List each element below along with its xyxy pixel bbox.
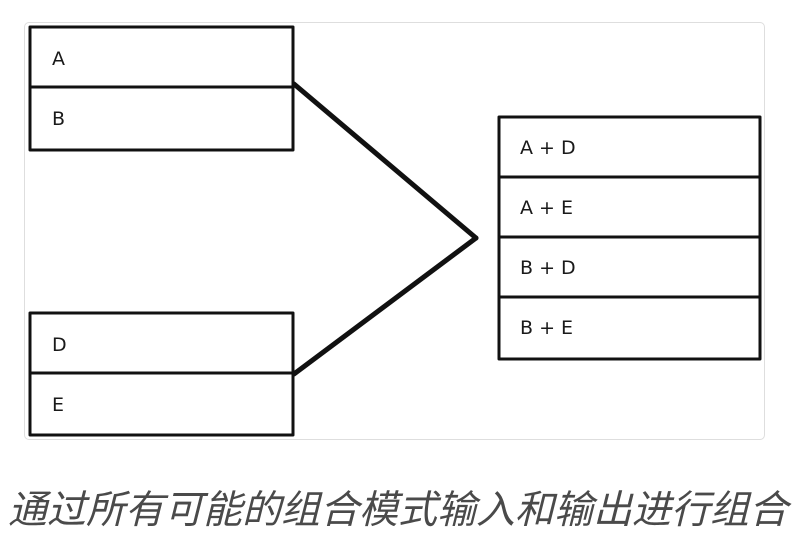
output-group [497,115,762,361]
label-a-plus-d: A + D [520,137,576,159]
label-d: D [52,334,67,356]
box-b [28,85,295,152]
box-d [28,311,295,375]
box-a [28,25,295,89]
connector-top [291,81,479,241]
label-a: A [52,48,65,70]
label-b: B [52,108,65,130]
label-e: E [52,394,64,416]
combination-diagram: A B D E A + D A + E B + D B + E [28,25,762,437]
input-group-bottom [28,311,295,437]
box-b-plus-e [497,295,762,361]
connector-bottom [291,235,479,377]
label-a-plus-e: A + E [520,197,573,219]
label-b-plus-e: B + E [520,317,573,339]
input-group-top [28,25,295,152]
box-e [28,371,295,437]
figure-caption: 通过所有可能的组合模式输入和输出进行组合 [7,488,788,533]
label-b-plus-d: B + D [520,257,576,279]
figure-frame [24,22,765,440]
